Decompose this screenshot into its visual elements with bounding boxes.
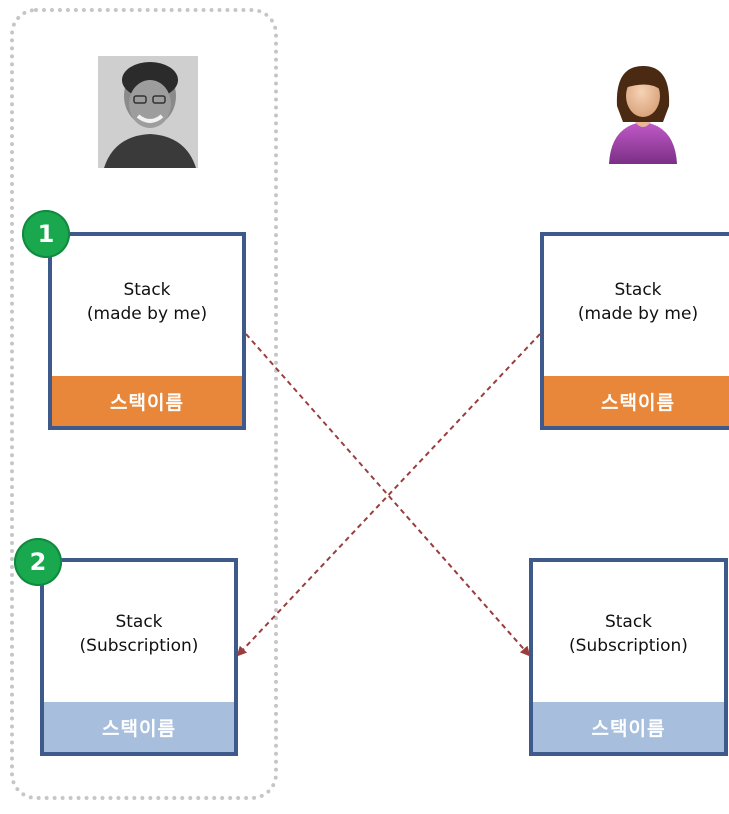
stack-name-bar: 스택이름 <box>44 702 234 752</box>
card-title: Stack <box>123 280 171 300</box>
person-photo-icon <box>98 56 198 168</box>
stack-card-subscription-left[interactable]: Stack (Subscription) 스택이름 <box>40 558 238 756</box>
card-subtitle: (Subscription) <box>569 636 688 656</box>
card-title: Stack <box>115 612 163 632</box>
arrow-left-to-right-subscription <box>245 333 531 657</box>
card-subtitle: (made by me) <box>86 304 208 324</box>
card-subtitle: (Subscription) <box>79 636 199 656</box>
stack-name-bar: 스택이름 <box>52 376 242 426</box>
card-title: Stack <box>604 612 653 632</box>
stack-name-bar: 스택이름 <box>544 376 729 426</box>
stack-card-own-right[interactable]: Stack (made by me) 스택이름 <box>540 232 729 430</box>
my-stacks-group-outline <box>10 8 278 800</box>
arrow-right-to-left-subscription <box>236 333 541 657</box>
stack-name-bar: 스택이름 <box>533 702 724 752</box>
female-user-icon <box>603 60 683 170</box>
card-subtitle: (made by me) <box>577 304 699 324</box>
stack-card-subscription-right[interactable]: Stack (Subscription) 스택이름 <box>529 558 728 756</box>
stack-card-own-left[interactable]: Stack (made by me) 스택이름 <box>48 232 246 430</box>
card-title: Stack <box>614 280 662 300</box>
step-badge-2: 2 <box>14 538 62 586</box>
step-badge-1: 1 <box>22 210 70 258</box>
